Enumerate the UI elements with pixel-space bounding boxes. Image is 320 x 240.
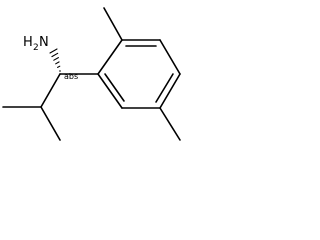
molecule-structure-diagram: H 2 N abs bbox=[2, 7, 181, 141]
ring-bond-c6-c1 bbox=[97, 73, 123, 109]
ring-double-bond-c4-c5 bbox=[155, 73, 174, 103]
amine-label-h: H bbox=[23, 35, 33, 50]
methyl-bond-top bbox=[103, 7, 123, 41]
bond-chiral-carbon-to-isopropyl bbox=[40, 73, 61, 108]
ring-double-bond-c6-c1 bbox=[104, 73, 125, 102]
stereo-annotation-label: abs bbox=[64, 72, 78, 81]
hashed-wedge-bond-to-amine bbox=[49, 48, 62, 72]
amine-label-subscript: 2 bbox=[33, 43, 39, 53]
amine-label-n: N bbox=[39, 35, 49, 50]
ring-bond-c3-c4 bbox=[159, 39, 181, 75]
ring-bond-c1-c2 bbox=[97, 39, 123, 75]
methyl-bond-bottom bbox=[159, 107, 181, 141]
ring-bond-c4-c5 bbox=[159, 73, 181, 109]
isopropyl-methyl-bond-down bbox=[40, 106, 61, 141]
